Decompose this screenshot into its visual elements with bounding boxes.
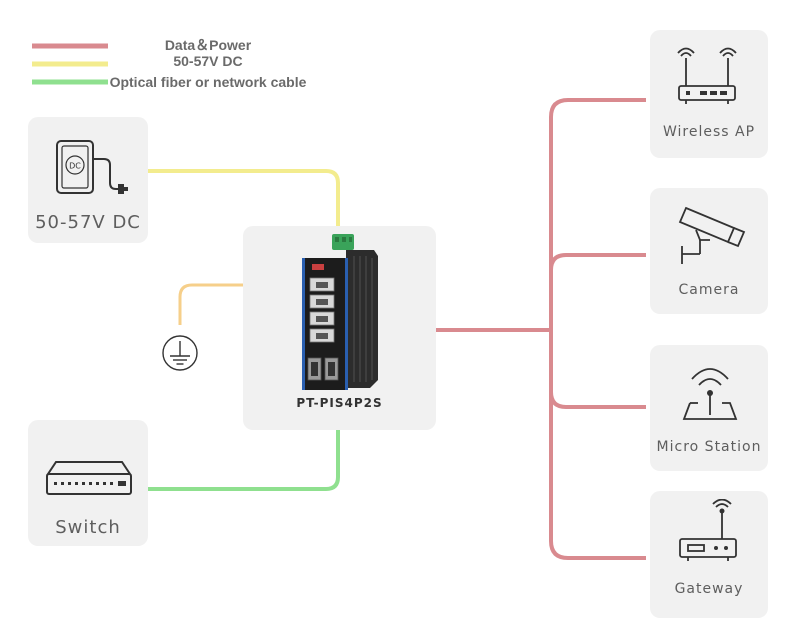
legend-data-power: Data＆Power — [164, 37, 252, 53]
endpoint-gateway: Gateway — [650, 491, 768, 618]
endpoint-wireless-ap: Wireless AP — [650, 30, 768, 158]
network-cable-line — [148, 430, 340, 491]
device-label: PT-PIS4P2S — [296, 396, 383, 410]
gateway-icon — [679, 499, 737, 561]
legend-dc: 50-57V DC — [173, 53, 243, 69]
svg-text:DC: DC — [69, 162, 81, 171]
power-source-label: 50-57V DC — [35, 212, 141, 233]
micro-station-icon — [682, 368, 738, 420]
network-switch-icon — [46, 461, 132, 495]
endpoint-label-gateway: Gateway — [674, 581, 744, 597]
cctv-camera-icon — [678, 206, 746, 264]
endpoint-camera: Camera — [650, 188, 768, 314]
ground-line — [178, 283, 243, 325]
switch-source-label: Switch — [55, 517, 121, 538]
industrial-poe-switch-icon — [302, 234, 378, 390]
endpoint-label-camera: Camera — [678, 282, 740, 298]
wireless-ap-icon — [677, 47, 737, 104]
switch-source-box: Switch — [28, 420, 148, 546]
ground-icon — [162, 335, 198, 371]
power-source-box: DC 50-57V DC — [28, 117, 148, 243]
data-power-lines — [436, 98, 646, 560]
dc-power-line — [148, 169, 340, 226]
endpoint-label-micro-station: Micro Station — [656, 439, 762, 455]
endpoint-label-wireless-ap: Wireless AP — [662, 124, 756, 140]
device-box: PT-PIS4P2S — [243, 226, 436, 430]
endpoint-micro-station: Micro Station — [650, 345, 768, 471]
legend-fiber: Optical fiber or network cable — [109, 74, 307, 90]
power-adapter-icon: DC — [56, 140, 128, 194]
